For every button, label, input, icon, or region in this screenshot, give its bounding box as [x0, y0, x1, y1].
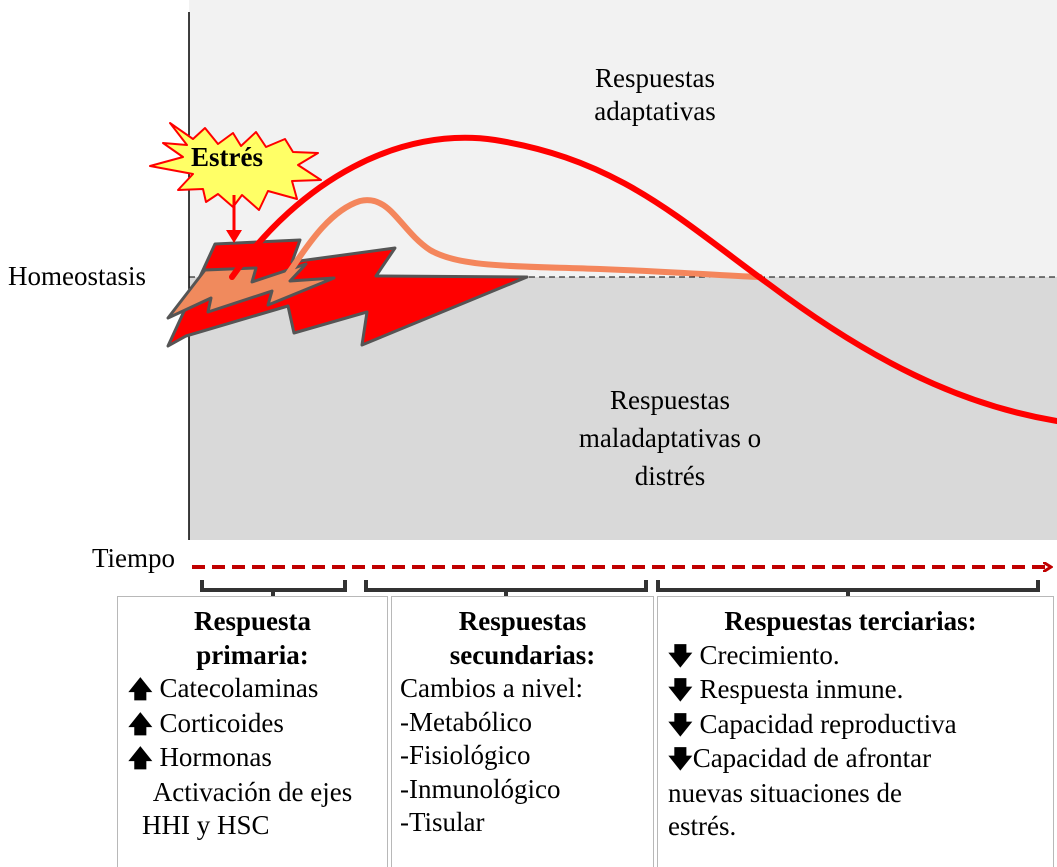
primary-title-line-2: primaria: — [196, 639, 309, 670]
primary-axes-text: Activación de ejes — [152, 776, 353, 807]
tertiary-last-c: afrontar — [845, 743, 932, 773]
tertiary-last-a-wrap: 🡇Capacidad — [668, 743, 813, 773]
down-arrow-icon: 🡇 — [668, 745, 693, 773]
tertiary-item-end: estrés. — [668, 811, 737, 841]
tertiary-item-continuation: nuevas situaciones de — [668, 777, 1033, 811]
adaptive-region — [189, 0, 1057, 277]
axis-hsc: HSC — [217, 810, 270, 840]
down-arrow-icon: 🡇 — [668, 641, 693, 670]
homeostasis-label: Homeostasis — [8, 261, 146, 291]
axis-hhi: HHI — [142, 810, 190, 840]
lightning-small-icon — [166, 262, 336, 320]
tertiary-brace — [656, 580, 1040, 596]
stress-arrow-head-icon — [226, 230, 242, 243]
up-arrow-icon: 🡅 — [128, 744, 153, 772]
primary-item-label: Catecolaminas — [159, 673, 319, 703]
secondary-item: -Tisular — [400, 807, 485, 837]
tertiary-item: 🡇 Crecimiento. — [668, 639, 1033, 674]
down-arrow-icon: 🡇 — [668, 676, 693, 704]
secondary-title-line-1: Respuestas — [458, 606, 587, 636]
secondary-brace — [364, 580, 648, 596]
primary-item: 🡅 Hormonas — [128, 741, 377, 776]
tertiary-last-b: de — [813, 743, 839, 773]
tertiary-cont-c: de — [876, 777, 902, 808]
primary-item: 🡅 Corticoides — [128, 707, 377, 742]
down-arrow-icon: 🡇 — [668, 710, 693, 739]
tertiary-item-label: Capacidad reproductiva — [699, 708, 957, 739]
adaptive-responses-label: Respuestas adaptativas — [540, 62, 770, 128]
axis-conjunction: y — [196, 810, 211, 840]
stress-starburst-icon — [149, 122, 322, 211]
up-arrow-icon: 🡅 — [128, 709, 153, 738]
secondary-title-line-2: secundarias: — [449, 639, 596, 670]
tertiary-response-box: Respuestas terciarias: 🡇 Crecimiento. 🡇 … — [657, 596, 1054, 867]
tertiary-last-a: Capacidad — [692, 743, 807, 773]
tertiary-response-curve — [229, 134, 1057, 424]
adaptive-line-2: adaptativas — [594, 96, 716, 126]
secondary-item: -Inmunológico — [400, 773, 561, 804]
primary-axes-names: HHI y HSC — [128, 809, 377, 843]
tertiary-item: 🡇 Respuesta inmune. — [668, 673, 1033, 708]
tertiary-item: 🡇Capacidad de afrontar — [668, 742, 1033, 777]
primary-response-box: Respuesta primaria: 🡅 Catecolaminas 🡅 Co… — [117, 596, 388, 867]
lightning-large-icon — [166, 238, 529, 348]
secondary-intro: Cambios a nivel: — [400, 673, 583, 703]
up-arrow-icon: 🡅 — [128, 675, 153, 703]
tertiary-item-label: Crecimiento. — [699, 639, 840, 670]
maladaptive-responses-label: Respuestas maladaptativas o distrés — [540, 381, 800, 495]
tertiary-item: 🡇 Capacidad reproductiva — [668, 708, 1033, 743]
tertiary-title: Respuestas terciarias: — [724, 606, 977, 636]
tertiary-item-label: Respuesta inmune. — [699, 674, 904, 704]
adaptive-line-1: Respuestas — [595, 63, 715, 93]
secondary-item: -Fisiológico — [400, 740, 531, 770]
primary-item-label: Hormonas — [159, 742, 272, 772]
tertiary-cont-a: nuevas — [668, 777, 743, 808]
primary-item-label: Corticoides — [159, 707, 284, 738]
stress-label: Estrés — [191, 142, 263, 172]
primary-title-line-1: Respuesta — [193, 606, 311, 636]
tertiary-cont-b: situaciones — [749, 777, 870, 808]
secondary-item: -Metabólico — [400, 706, 532, 737]
primary-brace — [200, 580, 347, 596]
maladaptive-line-3: distrés — [634, 461, 706, 491]
maladaptive-line-1: Respuestas — [610, 385, 730, 415]
maladaptive-line-2: maladaptativas o — [578, 423, 762, 453]
primary-item: 🡅 Catecolaminas — [128, 672, 377, 707]
time-label: Tiempo — [92, 543, 176, 573]
secondary-response-box: Respuestas secundarias: Cambios a nivel:… — [391, 596, 654, 867]
secondary-response-curve — [282, 197, 763, 281]
